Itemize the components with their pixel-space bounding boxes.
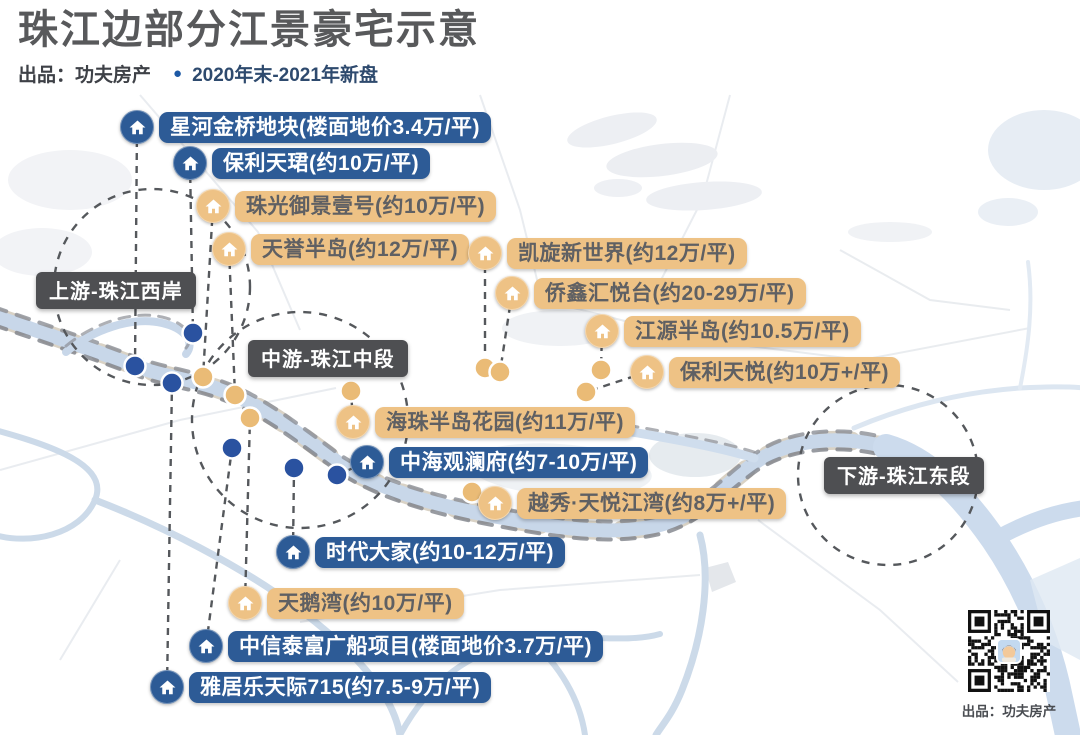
subtitle: 出品：功夫房产 ● 2020年末-2021年新盘 [18,60,480,87]
property-label: 珠光御景壹号(约10万/平) [235,190,497,222]
property-pin[interactable]: 海珠半岛花园(约11万/平) [336,405,636,439]
qr-pattern [968,610,1050,692]
map-dot[interactable] [160,371,184,395]
house-icon [478,486,512,520]
property-pin[interactable]: 凯旋新世界(约12万/平) [468,236,747,270]
map-dot[interactable] [488,360,512,384]
page-title: 珠江边部分江景豪宅示意 [18,8,480,52]
region-label: 上游-珠江西岸 [36,272,196,309]
map-dot[interactable] [238,406,262,430]
house-icon [495,276,529,310]
property-pin[interactable]: 雅居乐天际715(约7.5-9万/平) [150,670,492,704]
map-dot[interactable] [123,354,147,378]
map-dot[interactable] [191,365,215,389]
house-icon [630,355,664,389]
map-dot[interactable] [220,436,244,460]
property-pin[interactable]: 越秀·天悦江湾(约8万+/平) [478,486,787,520]
period-label: 2020年末-2021年新盘 [192,65,378,86]
property-pin[interactable]: 侨鑫汇悦台(约20-29万/平) [495,276,806,310]
legend-dot-icon: ● [173,65,183,82]
property-label: 保利天悦(约10万+/平) [669,356,900,388]
property-pin[interactable]: 珠光御景壹号(约10万/平) [196,189,497,223]
house-icon [150,670,184,704]
property-pin[interactable]: 中信泰富广船项目(楼面地价3.7万/平) [189,629,604,663]
qr-avatar [998,640,1020,662]
house-icon [468,236,502,270]
map-dot[interactable] [282,456,306,480]
property-label: 中海观澜府(约7-10万/平) [389,446,649,478]
house-icon [276,535,310,569]
header: 珠江边部分江景豪宅示意 出品：功夫房产 ● 2020年末-2021年新盘 [18,6,480,87]
house-icon [228,586,262,620]
property-label: 星河金桥地块(楼面地价3.4万/平) [159,111,492,143]
property-pin[interactable]: 时代大家(约10-12万/平) [276,535,566,569]
property-pin[interactable]: 中海观澜府(约7-10万/平) [350,445,649,479]
property-pin[interactable]: 天鹅湾(约10万/平) [228,586,464,620]
property-pin[interactable]: 星河金桥地块(楼面地价3.4万/平) [120,110,492,144]
producer-label: 出品：功夫房产 [18,65,152,86]
house-icon [120,110,154,144]
property-label: 时代大家(约10-12万/平) [315,536,566,568]
property-label: 中信泰富广船项目(楼面地价3.7万/平) [228,630,604,662]
house-icon [350,445,384,479]
qr-code[interactable] [968,610,1050,692]
property-label: 天誉半岛(约12万/平) [251,233,470,265]
property-label: 江源半岛(约10.5万/平) [624,315,861,347]
map-dot[interactable] [325,463,349,487]
map-dot[interactable] [589,358,613,382]
house-icon [196,189,230,223]
region-label: 下游-珠江东段 [824,457,984,494]
map-dot[interactable] [181,321,205,345]
house-icon [212,232,246,266]
property-label: 凯旋新世界(约12万/平) [507,237,747,269]
house-icon [336,405,370,439]
property-pin[interactable]: 天誉半岛(约12万/平) [212,232,470,266]
property-pin[interactable]: 保利天悦(约10万+/平) [630,355,900,389]
region-label: 中游-珠江中段 [248,340,408,377]
property-label: 天鹅湾(约10万/平) [267,587,464,619]
house-icon [585,314,619,348]
property-label: 海珠半岛花园(约11万/平) [375,406,636,438]
property-label: 雅居乐天际715(约7.5-9万/平) [189,671,492,703]
property-label: 越秀·天悦江湾(约8万+/平) [517,487,787,519]
qr-block: 出品：功夫房产 [958,610,1060,720]
house-icon [173,146,207,180]
map-dots [123,321,613,504]
qr-caption: 出品：功夫房产 [961,704,1057,719]
property-pin[interactable]: 江源半岛(约10.5万/平) [585,314,861,348]
map-dot[interactable] [574,380,598,404]
house-icon [189,629,223,663]
map-dot[interactable] [339,379,363,403]
map-dot[interactable] [223,383,247,407]
property-pin[interactable]: 保利天珺(约10万/平) [173,146,431,180]
property-label: 保利天珺(约10万/平) [212,147,431,179]
property-label: 侨鑫汇悦台(约20-29万/平) [534,277,806,309]
